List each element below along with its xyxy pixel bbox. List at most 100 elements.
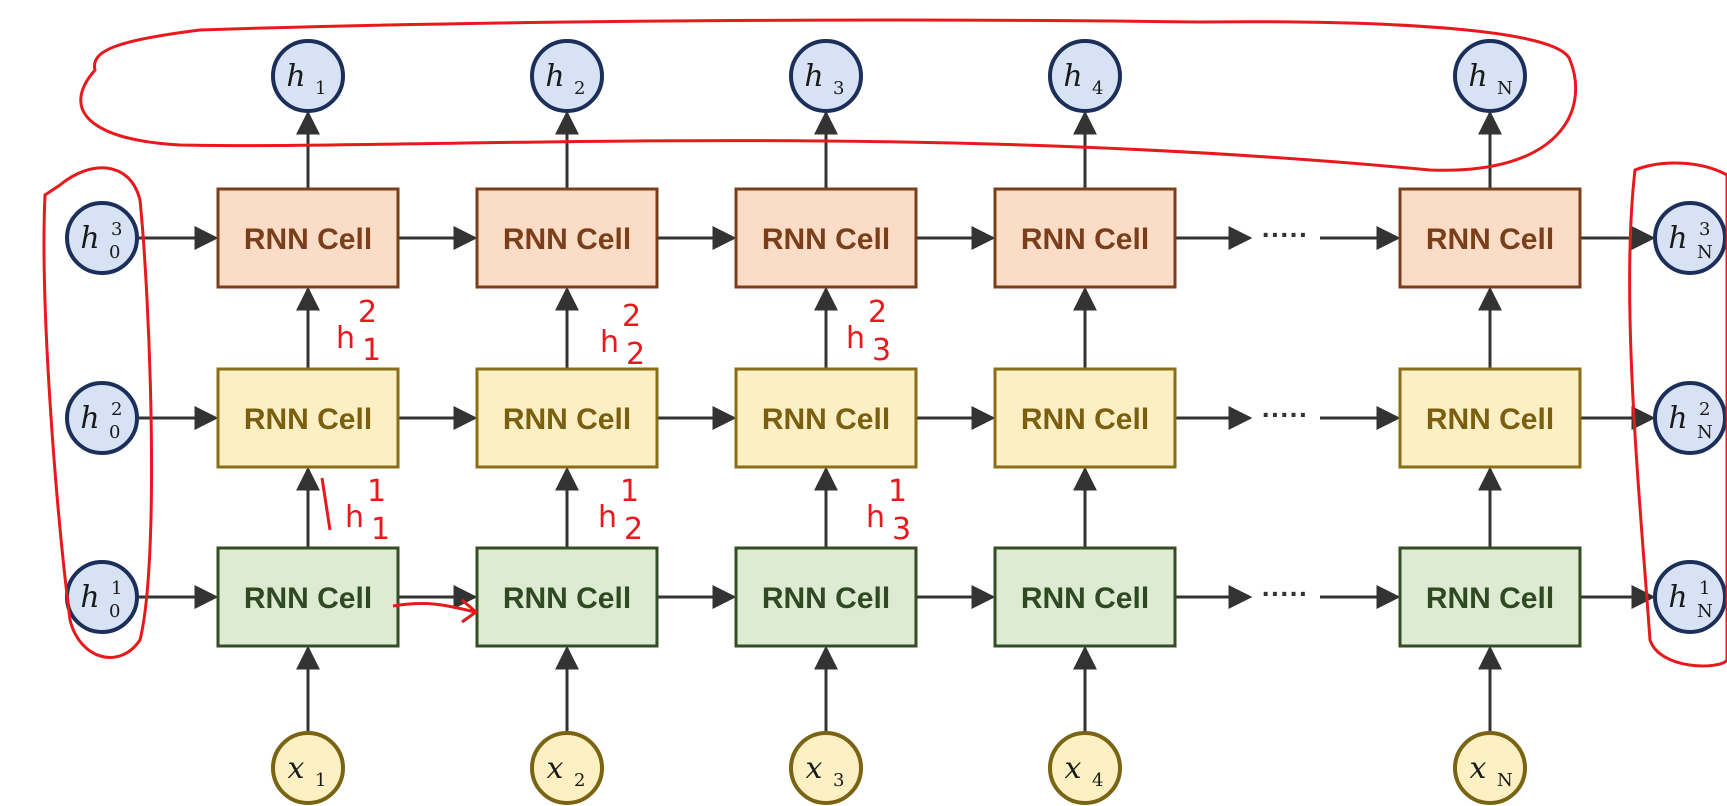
rnn-cell-box [993,187,1177,289]
final-state-node-1-sub: N [1697,601,1713,622]
annotation-h2-2-sub: 2 [626,337,645,372]
rnn-cell-box [475,367,659,469]
rnn-cell-label: RNN Cell [503,582,631,615]
rnn-cell-box [993,546,1177,648]
input-node-3-label: x [806,751,823,786]
input-node-4-label: x [1065,751,1082,786]
rnn-cell-box [216,187,400,289]
initial-state-node-2-label: h [80,401,99,436]
initial-state-node-1-sup: 1 [111,578,122,599]
final-state-node-3-sub: N [1697,242,1713,263]
annotation-h2-3: h23 [846,295,891,368]
rnn-cell-layer-3-col-1: RNN Cell [216,187,400,289]
input-node-1-label: x [288,751,305,786]
rnn-cell-label: RNN Cell [762,223,890,256]
input-node-2-sub: 2 [574,770,585,791]
output-node-4-circle [1048,39,1122,113]
rnn-cell-label: RNN Cell [1021,403,1149,436]
rnn-cell-box [993,367,1177,469]
rnn-cell-layer-2-col-2: RNN Cell [475,367,659,469]
initial-state-node-2-circle [65,381,139,455]
rnn-cell-box [734,367,918,469]
rnn-cell-label: RNN Cell [244,223,372,256]
annotation-h1-1-sup: 1 [367,474,386,509]
rnn-cell-layer-3-col-2: RNN Cell [475,187,659,289]
annotation-h2-3-sup: 2 [868,295,887,330]
input-node-3-circle [789,731,863,805]
rnn-cell-layer-2-col-4: RNN Cell [993,367,1177,469]
annotation-h1-3: h13 [866,474,911,547]
input-node-2-circle [530,731,604,805]
rnn-cell-box [1398,187,1582,289]
rnn-cell-box [1398,546,1582,648]
final-state-node-2-sup: 2 [1699,399,1710,420]
annotation-h2-2-sup: 2 [622,299,641,334]
initial-state-node-2-sup: 2 [111,399,122,420]
rnn-cell-label: RNN Cell [503,403,631,436]
rnn-cell-layer-3-col-4: RNN Cell [993,187,1177,289]
initial-state-node-2-sub: 0 [109,422,120,443]
final-state-node-1-sup: 1 [1699,578,1710,599]
annotation-h2-1-sub: 1 [362,333,381,368]
annotation-h1-1-h: h [345,500,364,535]
rnn-cell-box [734,546,918,648]
output-node-3-circle [789,39,863,113]
output-node-5-label: h [1468,59,1487,94]
rnn-cell-label: RNN Cell [503,223,631,256]
ellipsis-layer-1: ····· [1262,578,1309,609]
input-node-2-label: x [547,751,564,786]
initial-state-node-3-label: h [80,221,99,256]
output-node-5-circle [1453,39,1527,113]
final-state-node-1-label: h [1668,580,1687,615]
annotation-h1-3-sub: 3 [892,512,911,547]
rnn-cell-layer-1-col-5: RNN Cell [1398,546,1582,648]
output-node-2-label: h [545,59,564,94]
ellipsis-layer-2: ····· [1262,399,1309,430]
annotation-h2-1-h: h [336,321,355,356]
arrows-layer [139,110,1656,731]
annotation-h2-3-h: h [846,321,865,356]
input-node-4-circle [1048,731,1122,805]
output-node-4-label: h [1063,59,1082,94]
final-state-node-1-circle [1653,560,1727,634]
annotation-ellipse-initial-states [42,166,154,659]
rnn-cell-label: RNN Cell [762,582,890,615]
input-node-1-sub: 1 [315,770,326,791]
input-node-5-label: x [1470,751,1487,786]
final-state-node-2-sub: N [1697,422,1713,443]
rnn-cell-box [734,187,918,289]
output-node-1-circle [271,39,345,113]
input-node-3-sub: 3 [833,770,844,791]
annotation-h1-3-h: h [866,500,885,535]
rnn-cell-label: RNN Cell [1021,582,1149,615]
annotation-h1-2: h12 [598,474,643,547]
rnn-cell-label: RNN Cell [762,403,890,436]
rnn-cell-box [1398,367,1582,469]
output-node-4-sub: 4 [1092,78,1103,99]
rnn-cell-layer-3-col-3: RNN Cell [734,187,918,289]
annotation-h1-3-sup: 1 [888,474,907,509]
output-node-3-label: h [804,59,823,94]
output-node-1-label: h [286,59,305,94]
rnn-cell-box [216,546,400,648]
annotation-h1-2-h: h [598,500,617,535]
rnn-cell-layer-2-col-3: RNN Cell [734,367,918,469]
input-node-1-circle [271,731,345,805]
output-node-5-sub: N [1497,78,1513,99]
